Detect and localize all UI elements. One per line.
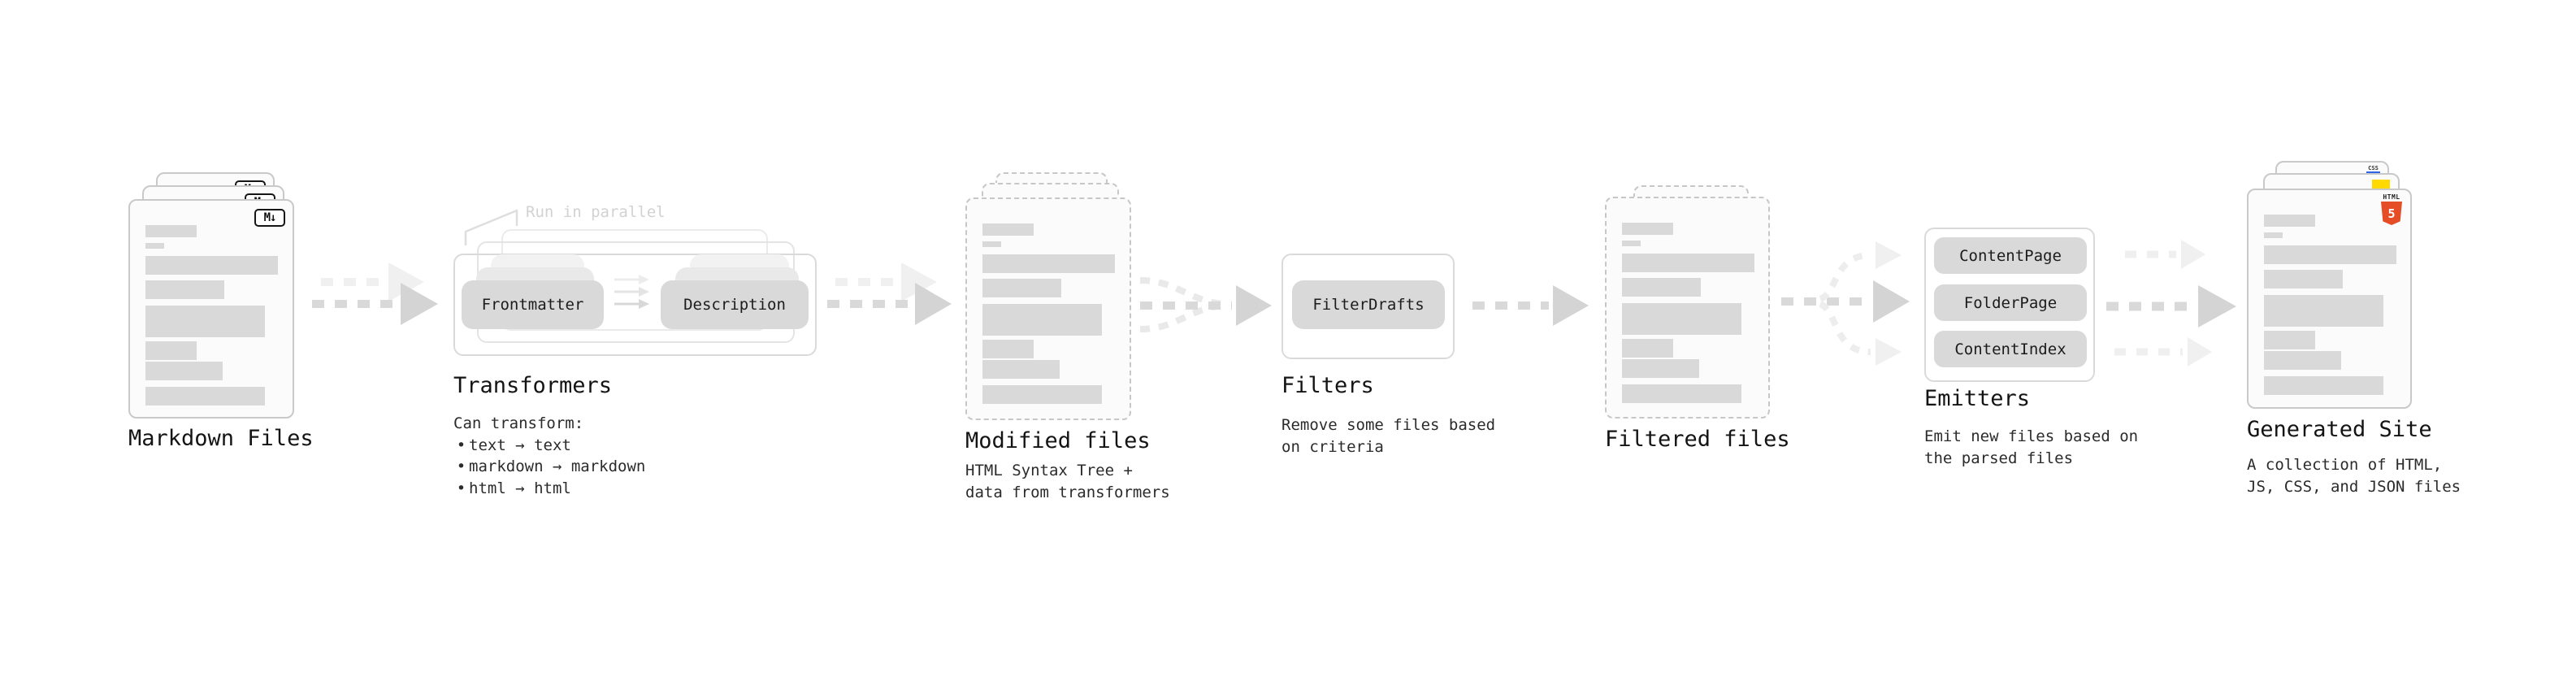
text-line-placeholder [982,385,1102,404]
text-line-placeholder [982,254,1115,273]
text-line-placeholder [145,306,265,337]
js-icon [2372,180,2390,189]
text-line-placeholder [145,225,197,237]
arrow-filtered-to-emitters [1781,241,1910,366]
bullet-text: text → text [469,436,571,454]
arrow-transformers-to-modified [827,262,952,325]
description-pill: Description [661,280,809,329]
subtitle-line: data from transformers [965,483,1170,501]
folderpage-pill: FolderPage [1934,284,2087,321]
frontmatter-pill: Frontmatter [462,280,604,329]
text-line-placeholder [982,340,1034,358]
run-in-parallel-note: Run in parallel [526,203,666,221]
html5-icon: HTML 5 [2381,193,2402,225]
subtitle-line: Remove some files based [1281,416,1496,434]
subtitle-line: JS, CSS, and JSON files [2247,477,2461,496]
contentpage-pill: ContentPage [1934,237,2087,274]
subtitle-line: on criteria [1281,437,1384,456]
bullet-icon: • [456,479,466,497]
text-line-placeholder [2264,331,2315,349]
emitters-title: Emitters [1924,386,2031,411]
text-line-placeholder [2264,376,2383,395]
modified-files-title: Modified files [965,428,1151,453]
subtitle-line: Emit new files based on [1924,427,2139,445]
modified-files-subtitle: HTML Syntax Tree + data from transformer… [965,460,1170,503]
subtitle-line: the parsed files [1924,449,2074,467]
transformer-box-front [453,254,817,356]
contentindex-pill: ContentIndex [1934,331,2087,367]
generated-html-card-front: HTML 5 [2247,189,2412,409]
text-line-placeholder [145,341,197,360]
generated-site-subtitle: A collection of HTML, JS, CSS, and JSON … [2247,454,2461,497]
html5-icon-label: HTML [2383,193,2400,201]
filtered-file-card-front [1605,197,1770,419]
filtered-files-title: Filtered files [1605,427,1790,452]
text-line-placeholder [2264,245,2396,264]
arrow-emitters-to-generated [2106,240,2236,367]
arrow-filters-to-filtered [1472,285,1589,326]
transform-bullet: • html → html [453,478,645,500]
bullet-text: markdown → markdown [469,458,646,475]
can-transform-heading: Can transform: [453,414,584,432]
html5-shield: 5 [2381,202,2402,225]
text-line-placeholder [982,360,1060,379]
text-line-placeholder [145,256,278,275]
transformers-title: Transformers [453,373,613,398]
text-line-placeholder [982,304,1102,336]
text-line-placeholder [1622,223,1673,235]
subtitle-line: A collection of HTML, [2247,456,2443,474]
text-line-placeholder [2264,295,2383,327]
arrow-modified-to-filters [1139,277,1272,332]
text-line-placeholder [145,280,224,299]
text-line-placeholder [145,362,223,380]
filters-subtitle: Remove some files based on criteria [1281,414,1495,458]
text-line-placeholder [1622,384,1741,403]
bullet-icon: • [456,458,466,475]
filterdrafts-pill: FilterDrafts [1292,280,1445,329]
subtitle-line: HTML Syntax Tree + [965,462,1133,479]
transform-bullet: • text → text [453,435,645,457]
text-line-placeholder [1622,303,1741,335]
text-line-placeholder [1622,359,1699,378]
transformers-description: Can transform: • text → text • markdown … [453,413,645,499]
text-line-placeholder [1622,254,1754,272]
css-icon-label: CSS [2368,165,2379,171]
transform-bullet: • markdown → markdown [453,456,646,478]
markdown-files-title: Markdown Files [128,426,314,451]
text-line-placeholder [2264,215,2315,227]
text-line-placeholder [2264,351,2341,370]
text-line-placeholder [1622,339,1673,358]
text-line-placeholder [2264,232,2283,238]
text-line-placeholder [145,387,265,406]
bullet-text: html → html [469,479,571,497]
filters-title: Filters [1281,373,1374,398]
pill-flow-arrows [614,275,649,309]
markdown-icon: M↓ [254,209,285,227]
bullet-icon: • [456,436,466,454]
arrow-markdown-to-transformers [312,262,438,325]
text-line-placeholder [2264,270,2343,288]
text-line-placeholder [982,241,1001,247]
text-line-placeholder [145,243,164,249]
callout-leader-line [464,209,518,245]
text-line-placeholder [1622,278,1701,297]
css-icon-underline [2366,171,2380,174]
markdown-file-card-front: M↓ [128,199,294,419]
emitters-subtitle: Emit new files based on the parsed files [1924,426,2138,469]
css-icon: CSS [2366,166,2380,174]
text-line-placeholder [1622,241,1641,246]
text-line-placeholder [982,279,1061,297]
text-line-placeholder [982,223,1034,236]
generated-site-title: Generated Site [2247,417,2432,442]
modified-file-card-front [965,197,1131,420]
